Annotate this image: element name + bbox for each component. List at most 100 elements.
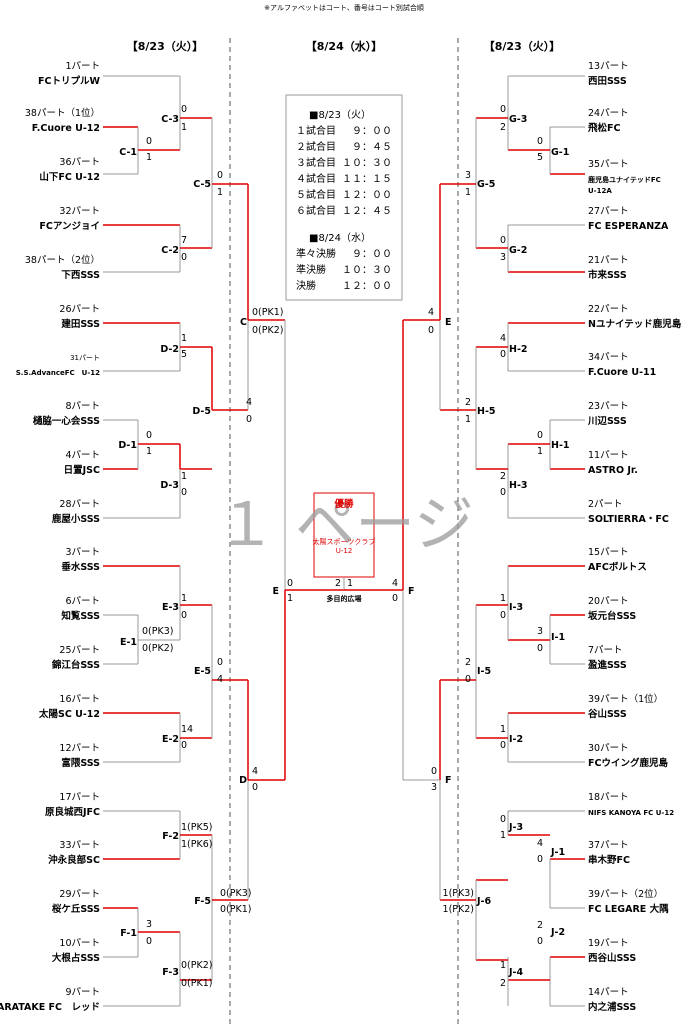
- match-code: C-2: [161, 245, 179, 256]
- champion-team-suffix: U-12: [336, 547, 353, 555]
- match-code: E-1: [120, 637, 137, 648]
- champion-team: 太陽スポーツクラブ: [313, 537, 376, 546]
- match-code: D-5: [192, 406, 211, 417]
- schedule-slot-time: １２：００: [342, 190, 392, 201]
- team-block-label: 27パート: [588, 206, 629, 217]
- match-code: F-2: [162, 831, 179, 842]
- match-score: 1: [181, 122, 187, 133]
- match-score: 0: [500, 235, 506, 246]
- schedule-round-label: 準決勝: [296, 263, 326, 276]
- team-name: F.Cuore U-12: [32, 123, 100, 134]
- team-name: 日置JSC: [64, 464, 100, 476]
- match-code: D: [239, 775, 247, 786]
- team-block-label: 14パート: [588, 987, 629, 998]
- match-score: 0: [500, 104, 506, 115]
- match-score: 2: [465, 657, 471, 668]
- schedule-slot-label: １試合目: [296, 124, 336, 137]
- team-name: F.Cuore U-11: [588, 367, 656, 378]
- match-score: 0(PK3): [220, 888, 251, 899]
- match-score: 3: [146, 919, 152, 930]
- match-code: J-2: [550, 927, 565, 938]
- match-code: F: [445, 775, 452, 786]
- team-block-label: 31パート: [70, 354, 100, 362]
- match-score: 2: [500, 122, 506, 133]
- team-name: 西田SSS: [588, 76, 627, 87]
- team-name: 桜ケ丘SSS: [52, 903, 100, 915]
- team-block-label: 23パート: [588, 401, 629, 412]
- match-score: 4: [428, 307, 434, 318]
- match-score: 2: [335, 578, 341, 589]
- match-score: 0: [537, 430, 543, 441]
- schedule-box: [285, 94, 403, 301]
- team-name: S.S.AdvanceFC U-12: [16, 369, 100, 377]
- team-name: FC LEGARE 大隅: [588, 903, 669, 915]
- team-block-label: 8パート: [65, 401, 100, 412]
- match-code: H-3: [509, 480, 528, 491]
- champion-label: 優勝: [333, 498, 354, 510]
- team-block-label: 34パート: [588, 352, 629, 363]
- match-score: 0: [181, 487, 187, 498]
- team-block-label: 20パート: [588, 596, 629, 607]
- match-score: 4: [252, 766, 258, 777]
- team-block-label: 36パート: [59, 157, 100, 168]
- schedule-round-label: 準々決勝: [296, 247, 336, 260]
- match-score: 1(PK2): [443, 904, 474, 915]
- team-name: 沖永良部SC: [48, 854, 100, 866]
- team-block-label: 26パート: [59, 304, 100, 315]
- match-code: J-1: [550, 847, 565, 858]
- match-score: 3: [500, 252, 506, 263]
- match-score: 1: [181, 333, 187, 344]
- match-score: 4: [537, 838, 543, 849]
- champion-box: [313, 492, 375, 578]
- schedule-round-time: ９：００: [352, 249, 392, 260]
- match-code: E: [445, 317, 452, 328]
- schedule-slot-time: ９：００: [352, 126, 392, 137]
- team-name: 川辺SSS: [587, 416, 627, 427]
- schedule-slot-label: ６試合目: [296, 204, 336, 217]
- team-name: 下西SSS: [61, 270, 100, 281]
- match-code: H-5: [477, 406, 496, 417]
- team-name: 市来SSS: [588, 269, 627, 281]
- match-score: 0(PK1): [220, 904, 251, 915]
- team-name: 原良城西JFC: [45, 806, 100, 818]
- match-code: I-3: [509, 602, 523, 613]
- team-block-label: 4パート: [65, 450, 100, 461]
- match-score: 7: [181, 235, 187, 246]
- team-block-label: 6パート: [65, 596, 100, 607]
- match-score: 0: [428, 325, 434, 336]
- match-score: 0: [181, 740, 187, 751]
- match-code: H-2: [509, 344, 528, 355]
- match-score: 5: [181, 349, 187, 360]
- match-score: 0: [217, 170, 223, 181]
- match-code: J-3: [508, 822, 523, 833]
- date-header-left: 【8/23（火）】: [127, 40, 203, 53]
- match-code: C: [240, 317, 247, 328]
- match-score: 1: [146, 446, 152, 457]
- match-score: 1: [500, 593, 506, 604]
- match-code: I-2: [509, 734, 523, 745]
- team-name: 鹿児島ユナイテッドFC: [588, 175, 661, 184]
- match-score: 0: [537, 936, 543, 947]
- match-score: 0: [500, 487, 506, 498]
- match-score: 1: [500, 830, 506, 841]
- match-score: 3: [537, 626, 543, 637]
- team-name-suffix: U-12A: [588, 187, 612, 195]
- team-block-label: 25パート: [59, 645, 100, 656]
- team-block-label: 3パート: [65, 547, 100, 558]
- match-score: 4: [217, 674, 223, 685]
- match-score: 3: [431, 782, 437, 793]
- team-block-label: 12パート: [59, 743, 100, 754]
- schedule-slot-label: ２試合目: [296, 140, 336, 153]
- team-block-label: 18パート: [588, 792, 629, 803]
- team-name: 鹿屋小SSS: [51, 513, 100, 525]
- match-score: 2: [500, 471, 506, 482]
- schedule-title-day2: ■8/24（水）: [309, 232, 371, 244]
- match-code: G-5: [477, 179, 495, 190]
- match-code: E-5: [194, 666, 211, 677]
- match-code: E-2: [162, 734, 179, 745]
- match-score: 2: [537, 920, 543, 931]
- team-name: 樋脇一心会SSS: [33, 415, 100, 427]
- team-block-label: 11パート: [588, 450, 629, 461]
- schedule-round-time: １０：３０: [342, 265, 392, 276]
